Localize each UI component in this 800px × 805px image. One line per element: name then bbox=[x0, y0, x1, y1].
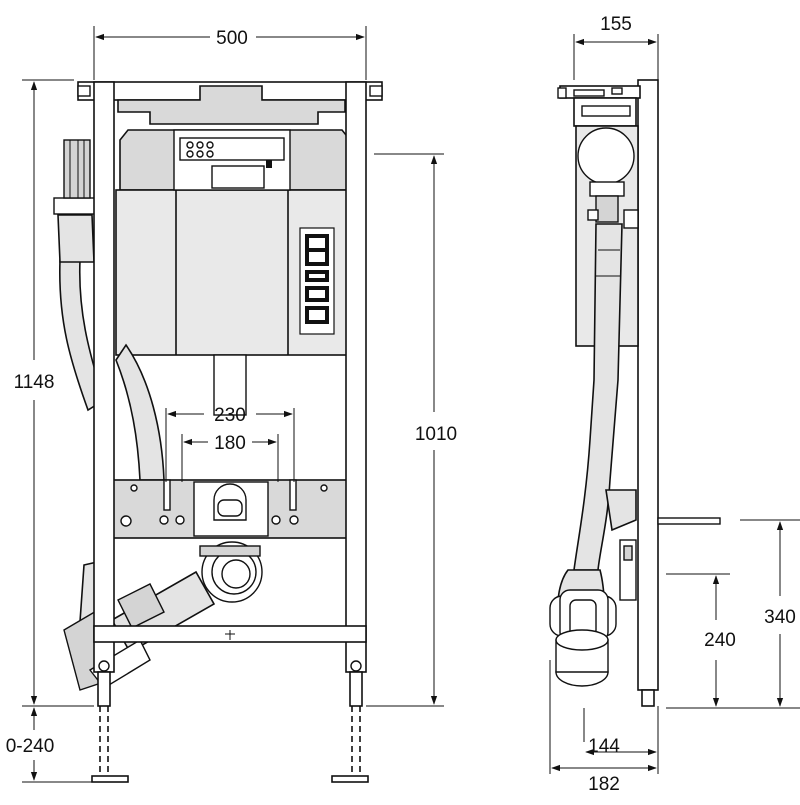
front-top-bracket bbox=[77, 81, 383, 125]
front-drain-pipe bbox=[88, 541, 263, 689]
dim-label-182: 182 bbox=[588, 774, 620, 795]
dim-label-500: 500 bbox=[216, 28, 248, 49]
dim-label-180: 180 bbox=[214, 433, 246, 454]
dim-height-adjust: 0-240 bbox=[6, 707, 94, 783]
front-cistern bbox=[115, 129, 351, 416]
front-flush-bend bbox=[115, 343, 165, 481]
dim-label-0-240: 0-240 bbox=[6, 736, 55, 757]
dim-label-230: 230 bbox=[214, 405, 246, 426]
front-frame bbox=[91, 81, 369, 783]
dim-label-1010: 1010 bbox=[415, 424, 457, 445]
control-buttons bbox=[186, 141, 214, 158]
dim-label-240: 240 bbox=[704, 630, 736, 651]
dim-depth-top: 155 bbox=[573, 14, 659, 80]
dim-width-front: 500 bbox=[93, 26, 367, 80]
dim-height-frame: 1010 bbox=[366, 153, 457, 707]
dim-height-outlet-high: 340 bbox=[740, 519, 800, 707]
side-top-bracket bbox=[557, 85, 641, 127]
dim-label-144: 144 bbox=[588, 736, 620, 757]
dim-spacing-outer: 230 bbox=[165, 405, 295, 482]
dim-spacing-inner: 180 bbox=[181, 433, 279, 482]
dim-height-total: 1148 bbox=[14, 79, 94, 707]
dim-label-155: 155 bbox=[600, 14, 632, 35]
brand-logo bbox=[299, 227, 335, 335]
dim-label-340: 340 bbox=[764, 607, 796, 628]
side-wall-panel bbox=[637, 79, 659, 691]
side-view: 155 144 182 240 340 bbox=[549, 14, 800, 795]
front-mounting-plate bbox=[111, 479, 349, 539]
side-drain-elbow bbox=[549, 569, 617, 687]
side-flush-pipe bbox=[573, 223, 637, 601]
dim-height-outlet-low: 240 bbox=[666, 573, 800, 709]
front-view: 500 1148 0-240 1010 bbox=[6, 26, 457, 783]
dim-label-1148: 1148 bbox=[14, 372, 55, 393]
dim-depth-bottom: 144 182 bbox=[549, 660, 659, 795]
side-bracket-arm bbox=[657, 517, 721, 525]
